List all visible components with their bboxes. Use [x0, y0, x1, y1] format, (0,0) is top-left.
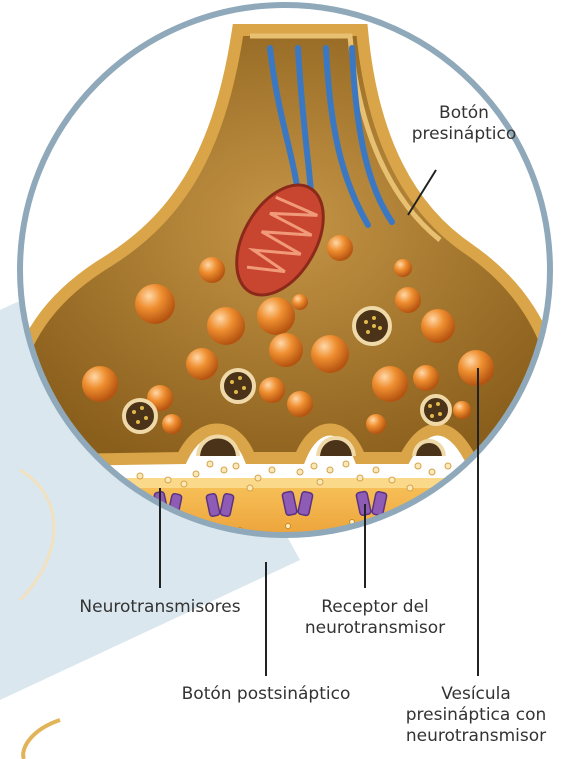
decorative-swirl-bottom	[23, 720, 60, 759]
label-postsynaptic-button: Botón postsináptico	[160, 684, 372, 705]
label-receptor-line2: neurotransmisor	[290, 618, 460, 639]
label-presynaptic-button: Botón presináptico	[394, 103, 534, 145]
label-presynaptic-line2: presináptico	[394, 124, 534, 145]
label-vesicle-line2: presináptica con	[382, 705, 570, 726]
label-receptor-line1: Receptor del	[290, 597, 460, 618]
label-vesicle-line1: Vesícula	[382, 684, 570, 705]
label-presynaptic-line1: Botón	[394, 103, 534, 124]
label-vesicle-line3: neurotransmisor	[382, 726, 570, 747]
label-neurotransmitters: Neurotransmisores	[52, 597, 268, 618]
label-receptor: Receptor del neurotransmisor	[290, 597, 460, 639]
label-vesicle: Vesícula presináptica con neurotransmiso…	[382, 684, 570, 747]
